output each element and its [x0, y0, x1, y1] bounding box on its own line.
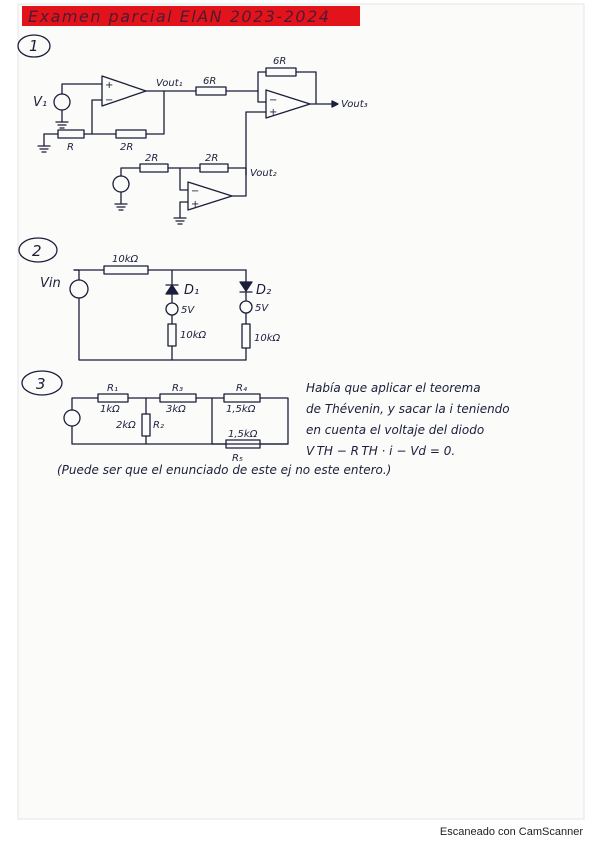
- problem-3-labels: 3 R₁ 1kΩ R₃ 3kΩ R₄ 1,5kΩ 2kΩ R₂ 1,5kΩ R₅…: [36, 375, 510, 477]
- label-6r-a: 6R: [203, 76, 216, 87]
- label-r2-value: 2kΩ: [116, 420, 136, 431]
- label-10k-d1: 10kΩ: [180, 330, 207, 341]
- note-line-2: de Thévenin, y sacar la i teniendo: [306, 402, 510, 416]
- label-r: R: [67, 142, 74, 153]
- opamp2-minus: −: [191, 186, 199, 197]
- label-vout1: Vout₁: [156, 78, 183, 89]
- problem-2-number-circle: [18, 237, 58, 263]
- opamp-2: [187, 181, 233, 211]
- opamp3-minus: −: [269, 95, 277, 106]
- diode-d2: [239, 281, 253, 292]
- note-line-3: en cuenta el voltaje del diodo: [306, 423, 484, 437]
- scanner-watermark: Escaneado con CamScanner: [439, 826, 583, 838]
- label-vout2: Vout₂: [250, 168, 277, 179]
- label-r3-value: 3kΩ: [166, 404, 186, 415]
- opamp-3: [265, 89, 311, 119]
- label-6r-b: 6R: [273, 56, 286, 67]
- label-5v-d2: 5V: [255, 303, 269, 314]
- problem-2-number: 2: [32, 242, 42, 260]
- label-d1: D₁: [184, 283, 199, 298]
- label-10k-d2: 10kΩ: [254, 333, 281, 344]
- label-5v-d1: 5V: [181, 305, 195, 316]
- label-10k-top: 10kΩ: [112, 254, 139, 265]
- problem-2-labels: 2 Vin 10kΩ D₁ D₂ 5V 5V 10kΩ 10kΩ: [32, 242, 281, 344]
- label-d2: D₂: [256, 283, 271, 298]
- opamp1-minus: −: [105, 95, 113, 106]
- label-r1: R₁: [107, 383, 118, 394]
- header-title: Examen parcial ElAN 2023-2024: [28, 7, 330, 26]
- problem-1-number: 1: [29, 37, 39, 55]
- header-highlight: [22, 6, 360, 26]
- label-r1-value: 1kΩ: [100, 404, 120, 415]
- label-2r-a: 2R: [120, 142, 133, 153]
- label-vin: Vin: [40, 276, 61, 291]
- problem-3-number: 3: [36, 375, 46, 393]
- label-r5-value: 1,5kΩ: [228, 429, 258, 440]
- label-2r-c: 2R: [205, 153, 218, 164]
- label-v1: V₁: [33, 95, 47, 110]
- opamp2-plus: +: [191, 199, 199, 210]
- header: Examen parcial ElAN 2023-2024: [22, 6, 360, 26]
- label-r4: R₄: [236, 383, 247, 394]
- note-line-4: V TH − R TH · i − Vd = 0.: [306, 444, 455, 458]
- label-r5: R₅: [232, 453, 243, 464]
- label-r3: R₃: [172, 383, 183, 394]
- opamp-1: [101, 75, 147, 107]
- opamp1-plus: +: [105, 80, 113, 91]
- problem-1-labels: 1 V₁ R 2R 6R 6R 2R 2R Vout₁ Vout₂ Vout₃ …: [29, 37, 368, 210]
- opamp3-plus: +: [269, 107, 277, 118]
- label-r2: R₂: [153, 420, 164, 431]
- problem-1-number-circle: [17, 34, 51, 58]
- label-r4-value: 1,5kΩ: [226, 404, 256, 415]
- remark: (Puede ser que el enunciado de este ej n…: [57, 463, 391, 477]
- problem-1: [17, 34, 339, 225]
- problem-3: [21, 370, 289, 449]
- problem-2: [18, 237, 253, 361]
- problem-3-number-circle: [21, 370, 63, 396]
- label-vout3: Vout₃: [341, 99, 368, 110]
- label-2r-b: 2R: [145, 153, 158, 164]
- note-line-1: Había que aplicar el teorema: [306, 381, 481, 395]
